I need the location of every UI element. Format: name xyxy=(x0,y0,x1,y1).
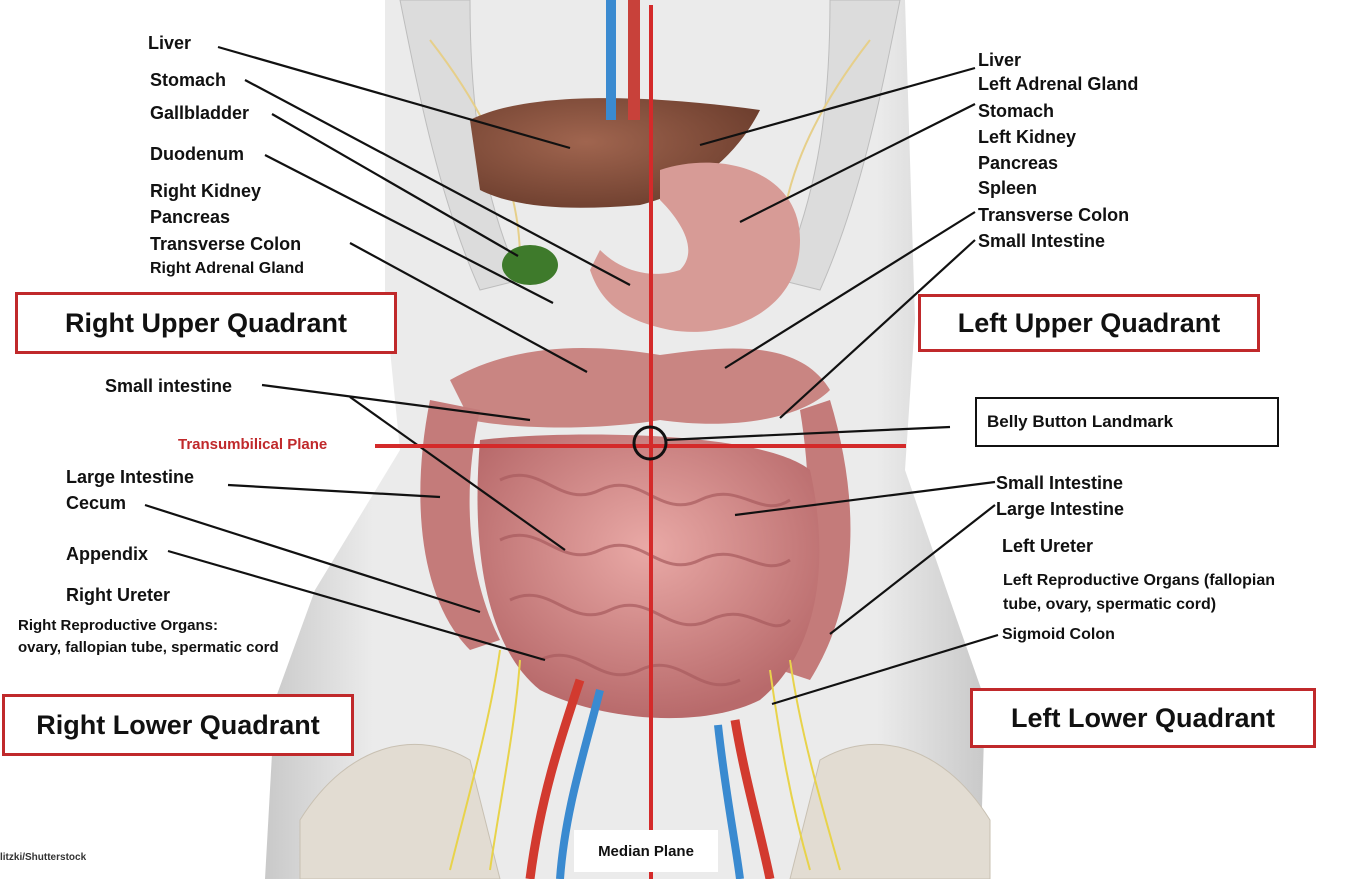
llq-reproductive-label-line1: Left Reproductive Organs (fallopian xyxy=(1003,573,1275,589)
rlq-cecum-label: Cecum xyxy=(66,494,126,512)
rlq-reproductive-label-line2: ovary, fallopian tube, spermatic cord xyxy=(18,640,279,655)
luq-transverse-colon-label: Transverse Colon xyxy=(978,206,1129,224)
llq-reproductive-label-line2: tube, ovary, spermatic cord) xyxy=(1003,597,1216,613)
image-credit: litzki/Shutterstock xyxy=(0,852,86,863)
rlq-small-intestine-label: Small intestine xyxy=(105,377,232,395)
ruq-right-kidney-label: Right Kidney xyxy=(150,182,261,200)
ruq-gallbladder-label: Gallbladder xyxy=(150,104,249,122)
llq-large-intestine-label: Large Intestine xyxy=(996,500,1124,518)
rlq-large-intestine-label: Large Intestine xyxy=(66,468,194,486)
luq-left-kidney-label: Left Kidney xyxy=(978,128,1076,146)
llq-small-intestine-label: Small Intestine xyxy=(996,474,1123,492)
transverse-colon-shape xyxy=(450,348,830,428)
llq-sigmoid-colon-label: Sigmoid Colon xyxy=(1002,627,1115,643)
rlq-right-ureter-label: Right Ureter xyxy=(66,586,170,604)
llq-left-ureter-label: Left Ureter xyxy=(1002,537,1093,555)
left-upper-quadrant-box: Left Upper Quadrant xyxy=(918,294,1260,352)
right-upper-quadrant-box: Right Upper Quadrant xyxy=(15,292,397,354)
luq-stomach-label: Stomach xyxy=(978,102,1054,120)
ruq-liver-label: Liver xyxy=(148,34,191,52)
right-lower-quadrant-box: Right Lower Quadrant xyxy=(2,694,354,756)
ruq-transverse-colon-label: Transverse Colon xyxy=(150,235,301,253)
ruq-duodenum-label: Duodenum xyxy=(150,145,244,163)
transumbilical-plane-label: Transumbilical Plane xyxy=(178,436,327,453)
luq-liver-label: Liver xyxy=(978,51,1021,69)
luq-small-intestine-label: Small Intestine xyxy=(978,232,1105,250)
left-lower-quadrant-box: Left Lower Quadrant xyxy=(970,688,1316,748)
luq-pancreas-label: Pancreas xyxy=(978,154,1058,172)
ruq-right-adrenal-label: Right Adrenal Gland xyxy=(150,261,304,277)
median-plane-label: Median Plane xyxy=(574,830,718,872)
rlq-reproductive-label-line1: Right Reproductive Organs: xyxy=(18,618,218,633)
luq-left-adrenal-label: Left Adrenal Gland xyxy=(978,75,1138,93)
ruq-stomach-label: Stomach xyxy=(150,71,226,89)
ruq-pancreas-label: Pancreas xyxy=(150,208,230,226)
luq-spleen-label: Spleen xyxy=(978,179,1037,197)
belly-button-landmark-box: Belly Button Landmark xyxy=(975,397,1279,447)
rlq-appendix-label: Appendix xyxy=(66,545,148,563)
